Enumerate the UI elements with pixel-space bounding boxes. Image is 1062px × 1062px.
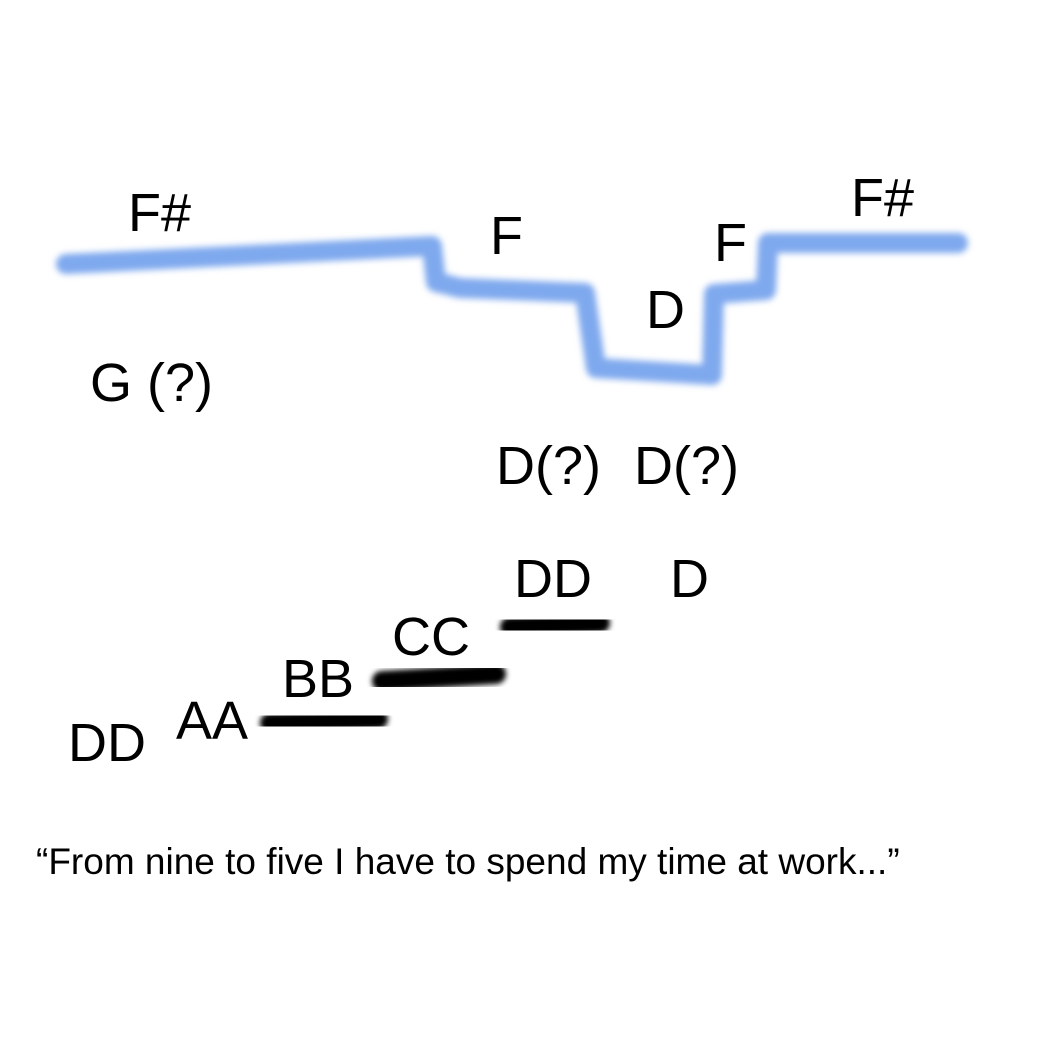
- upper-voice-contour: [56, 233, 968, 385]
- middle-label-d-first: D(?): [496, 436, 601, 496]
- lyric-caption: “From nine to five I have to spend my ti…: [36, 841, 900, 882]
- middle-label-g: G (?): [90, 353, 213, 413]
- upper-label-d: D: [646, 280, 685, 340]
- lower-label-dd-low: DD: [68, 713, 146, 773]
- lower-label-bb: BB: [282, 649, 354, 709]
- lower-stroke-cc: [372, 664, 506, 691]
- lower-label-aa: AA: [176, 691, 248, 751]
- upper-label-f-first: F: [490, 206, 523, 266]
- lower-label-cc: CC: [392, 607, 470, 667]
- upper-label-f-sharp-end: F#: [851, 168, 914, 228]
- middle-voice: G (?) D(?) D(?): [56, 353, 739, 525]
- upper-voice: F# F D F F#: [56, 168, 968, 385]
- upper-label-f-sharp-start: F#: [128, 183, 191, 243]
- lower-label-d: D: [670, 549, 709, 609]
- upper-label-f-second: F: [714, 213, 747, 273]
- lower-label-dd-high: DD: [514, 549, 592, 609]
- lower-stroke-dd-high: [500, 613, 610, 637]
- lower-voice: DD AA BB CC DD D: [66, 549, 714, 803]
- middle-label-d-second: D(?): [634, 436, 739, 496]
- lower-stroke-bb: [260, 709, 388, 733]
